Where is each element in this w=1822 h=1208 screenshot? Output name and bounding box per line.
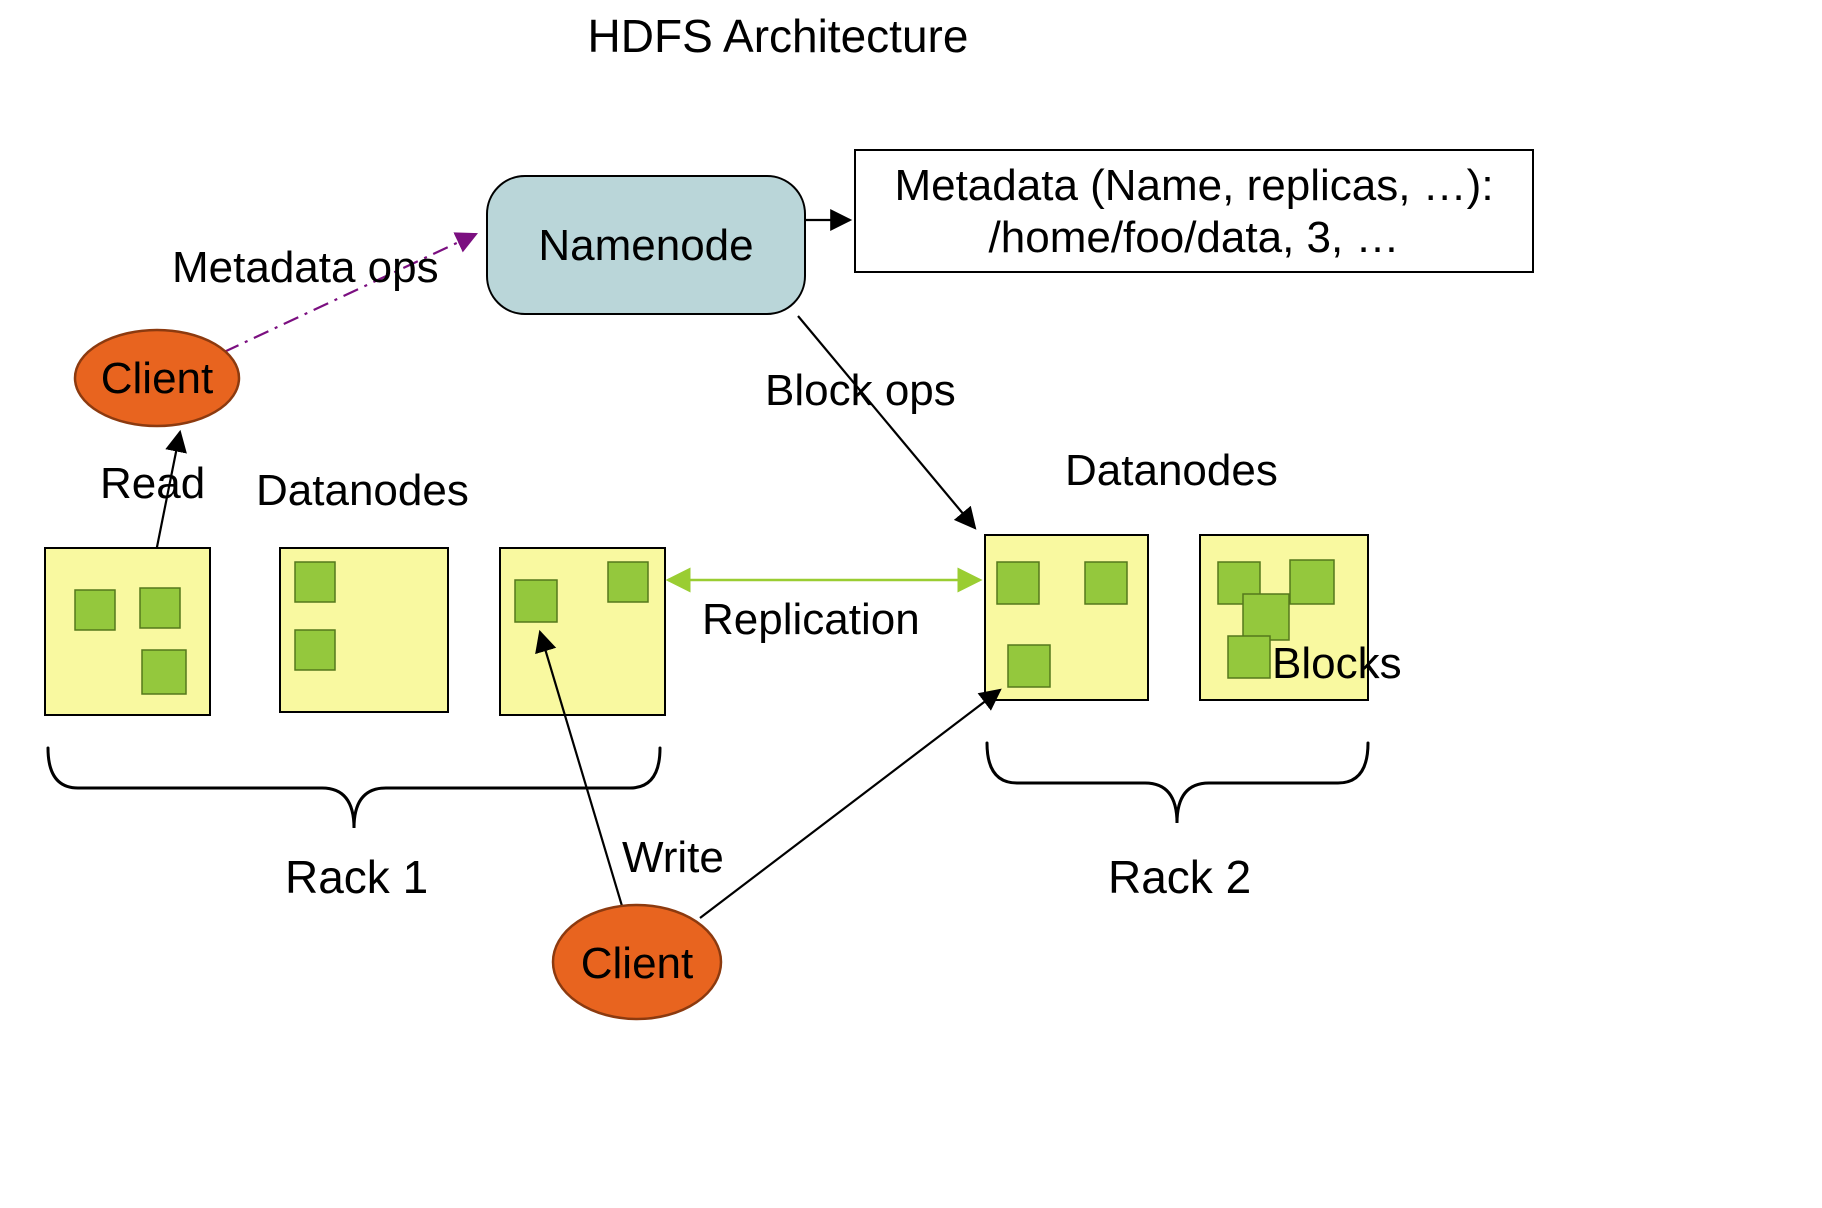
datanodes-left-label: Datanodes xyxy=(256,466,469,515)
data-block xyxy=(294,561,336,603)
datanodes-right-label: Datanodes xyxy=(1065,446,1278,495)
data-block xyxy=(139,587,181,629)
data-block xyxy=(1227,635,1271,679)
rack2-brace xyxy=(985,741,1370,824)
metadata-box-line1: Metadata (Name, replicas, …): xyxy=(894,161,1493,210)
write-arrow-rack2 xyxy=(699,688,1002,919)
diagram-title: HDFS Architecture xyxy=(588,10,969,62)
data-block xyxy=(294,629,336,671)
data-block xyxy=(74,589,116,631)
write-arrow-rack1 xyxy=(535,629,624,907)
data-block xyxy=(996,561,1040,605)
metadata-box xyxy=(854,149,1534,273)
client-top-ellipse xyxy=(73,328,241,428)
rack1-label: Rack 1 xyxy=(285,851,428,903)
blocks-label: Blocks xyxy=(1272,639,1402,688)
write-label: Write xyxy=(622,833,724,882)
data-block xyxy=(607,561,649,603)
read-label: Read xyxy=(100,459,205,508)
namenode-label: Namenode xyxy=(538,221,753,270)
replication-label: Replication xyxy=(702,595,920,644)
data-block xyxy=(1242,593,1290,641)
data-block xyxy=(514,579,558,623)
data-block xyxy=(1007,644,1051,688)
namenode-box xyxy=(486,175,806,315)
rack1-brace xyxy=(46,746,662,829)
data-block xyxy=(1084,561,1128,605)
metadata-box-line2: /home/foo/data, 3, … xyxy=(989,213,1400,262)
metadata-ops-arrow xyxy=(223,232,478,353)
data-block xyxy=(1289,559,1335,605)
metadata-ops-label: Metadata ops xyxy=(172,243,439,292)
rack2-label: Rack 2 xyxy=(1108,851,1251,903)
block-ops-arrow xyxy=(797,315,977,530)
block-ops-label: Block ops xyxy=(765,366,956,415)
client-top-label: Client xyxy=(101,354,214,403)
data-block xyxy=(141,649,187,695)
client-bottom-label: Client xyxy=(581,939,694,988)
client-bottom-ellipse xyxy=(551,903,723,1021)
